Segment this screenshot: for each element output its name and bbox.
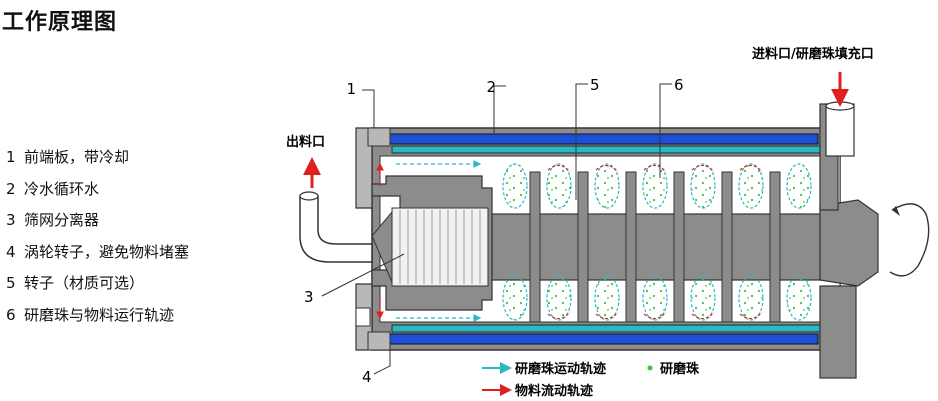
outlet-pipe-mouth bbox=[299, 191, 319, 201]
legend-bead: 研磨珠 bbox=[660, 361, 700, 377]
outlet-pipe bbox=[299, 195, 373, 263]
callout-4: 4 bbox=[362, 368, 372, 386]
bead-path-loop bbox=[642, 163, 668, 209]
material-flow-loop bbox=[691, 311, 715, 320]
legend-bead-swatch bbox=[647, 365, 653, 371]
rotor-discs bbox=[529, 171, 781, 323]
bead-zones bbox=[502, 163, 812, 321]
rotation-arrow-icon bbox=[889, 203, 930, 277]
inlet-label: 进料口/研磨珠填充口 bbox=[752, 46, 874, 62]
front-plate-cap bbox=[367, 331, 391, 351]
bead-path-loop bbox=[738, 163, 764, 209]
bead-path-loop bbox=[594, 163, 620, 209]
inlet-pipe bbox=[825, 103, 855, 157]
bead-path-loop bbox=[502, 275, 528, 321]
material-flow-loops bbox=[547, 164, 763, 320]
material-flow-loop bbox=[595, 311, 619, 320]
material-flow-loop bbox=[643, 164, 667, 173]
rotor-disc bbox=[577, 171, 589, 323]
material-flow-loop bbox=[547, 311, 571, 320]
callout-leader bbox=[362, 89, 375, 128]
bead-path-loop bbox=[502, 163, 528, 209]
callout-1: 1 bbox=[346, 80, 356, 98]
callout-2: 2 bbox=[486, 78, 496, 96]
bead-path-loop bbox=[594, 275, 620, 321]
bead-path-loop bbox=[642, 275, 668, 321]
material-flow-loop bbox=[691, 164, 715, 173]
screen-cone bbox=[371, 210, 393, 283]
front-plate-port bbox=[355, 307, 371, 327]
callout-3: 3 bbox=[304, 288, 314, 306]
outlet-label: 出料口 bbox=[286, 134, 325, 150]
material-flow-loop bbox=[547, 164, 571, 173]
callout-5: 5 bbox=[590, 76, 600, 94]
bead-path-loop bbox=[546, 275, 572, 321]
rotor-disc bbox=[529, 171, 541, 323]
callout-leader bbox=[493, 85, 506, 134]
material-flow-loop bbox=[595, 164, 619, 173]
bead-path-loop bbox=[738, 275, 764, 321]
callout-leader bbox=[659, 83, 672, 178]
front-flow-arrows bbox=[376, 160, 482, 322]
shaft-end bbox=[819, 199, 879, 287]
legend-material-path: 物料流动轨迹 bbox=[515, 383, 593, 399]
bead-path-loop bbox=[546, 163, 572, 209]
cooling-strip-top bbox=[391, 145, 825, 154]
rotor-disc bbox=[769, 171, 781, 323]
callout-leader bbox=[575, 83, 588, 200]
rotor-shaft bbox=[491, 213, 841, 281]
callout-leader bbox=[373, 334, 391, 375]
callout-6: 6 bbox=[674, 76, 684, 94]
cooling-strip-bottom bbox=[391, 324, 825, 333]
cooling-jacket-bottom bbox=[383, 333, 819, 345]
rotor-disc bbox=[721, 171, 733, 323]
material-flow-loop bbox=[739, 311, 763, 320]
material-flow-loop bbox=[739, 164, 763, 173]
bead-path-loop bbox=[690, 163, 716, 209]
rear-wall bbox=[819, 285, 857, 379]
callout-leader bbox=[321, 253, 405, 297]
legend-bead-path: 研磨珠运动轨迹 bbox=[515, 361, 606, 377]
bead-path-loop bbox=[786, 163, 812, 209]
rotation-arrowhead-icon bbox=[892, 206, 900, 216]
bead-path-loop bbox=[690, 275, 716, 321]
rotor-disc bbox=[673, 171, 685, 323]
rotor-disc bbox=[625, 171, 637, 323]
front-plate-cap bbox=[367, 127, 391, 147]
bead-path-loop bbox=[786, 275, 812, 321]
cooling-jacket-top bbox=[383, 133, 819, 145]
screen-mesh bbox=[399, 210, 481, 284]
callout-leaders bbox=[321, 83, 672, 375]
material-flow-loop bbox=[643, 311, 667, 320]
page-title: 工作原理图 bbox=[2, 10, 118, 35]
